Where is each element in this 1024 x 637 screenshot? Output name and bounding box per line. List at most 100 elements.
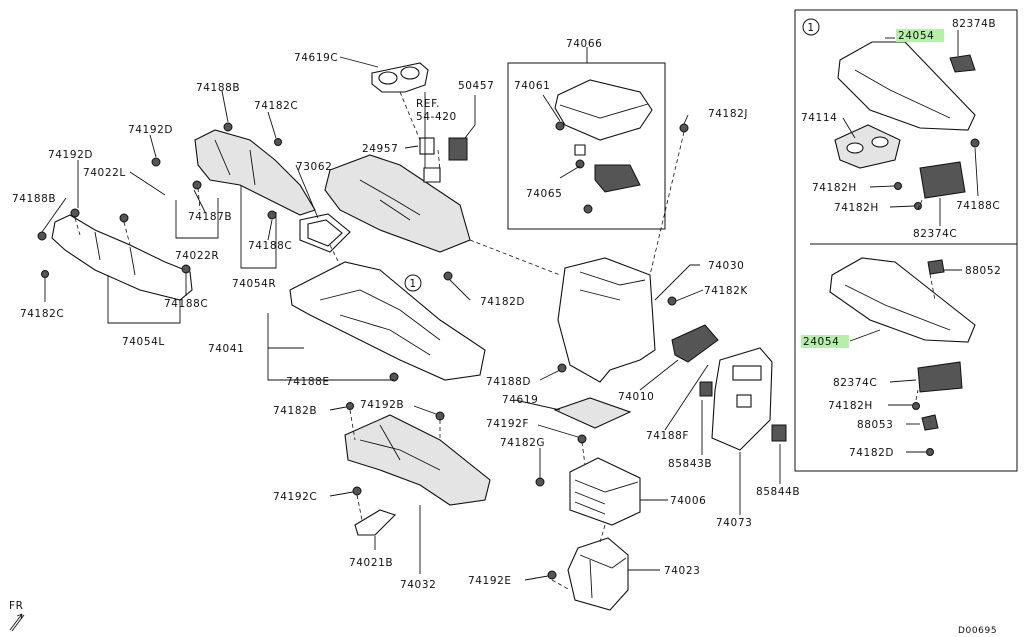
left-side-panel-part (51, 214, 193, 301)
fr-label: FR (9, 600, 24, 612)
label-74182c-b: 74182C (20, 308, 64, 320)
label-82374c-b: 82374C (833, 377, 877, 389)
label-74021b: 74021B (349, 557, 393, 569)
label-74182b: 74182B (273, 405, 317, 417)
right-side-panel-part (194, 129, 316, 216)
label-74023: 74023 (664, 565, 700, 577)
assembly-dashed-lines (74, 91, 936, 591)
air-vent-part (671, 324, 719, 363)
label-85843b: 85843B (668, 458, 712, 470)
lower-bracket-part (344, 414, 491, 506)
label-74188c-b: 74188C (164, 298, 208, 310)
armrest-hinge-part (574, 144, 641, 193)
label-74188e: 74188E (286, 376, 330, 388)
label-74187b: 74187B (188, 211, 232, 223)
label-74182h-c: 74182H (828, 400, 873, 412)
highlight-24054-b (801, 335, 849, 348)
label-82374b: 82374B (952, 18, 996, 30)
label-74188f: 74188F (646, 430, 689, 442)
label-24957: 24957 (362, 143, 398, 155)
label-ref-number: 54-420 (416, 111, 457, 123)
detail-callout-marker: 1 (802, 18, 820, 36)
clip-88052-part (927, 259, 945, 275)
label-74182g: 74182G (500, 437, 545, 449)
main-console-part (289, 261, 486, 381)
label-74182h-a: 74182H (812, 182, 857, 194)
label-74192e: 74192E (468, 575, 512, 587)
label-74065: 74065 (526, 188, 562, 200)
label-74192f: 74192F (486, 418, 529, 430)
label-74182k: 74182K (704, 285, 748, 297)
main-callout-marker: 1 (404, 274, 422, 292)
leader-lines (41, 30, 979, 581)
label-74182c-a: 74182C (254, 100, 298, 112)
label-ref: REF. (416, 98, 440, 110)
label-74032: 74032 (400, 579, 436, 591)
switch-85844b-part (771, 424, 787, 442)
trim-panel-upper-part (837, 41, 976, 131)
trim-panel-lower-part (829, 257, 976, 343)
label-74188b: 74188B (196, 82, 240, 94)
drawing-code: D00695 (958, 626, 997, 636)
label-24054-b: 24054 (803, 336, 839, 348)
label-74006: 74006 (670, 495, 706, 507)
console-upper-part (324, 137, 471, 253)
front-arrow-icon (11, 614, 25, 632)
label-74114: 74114 (801, 112, 837, 124)
label-88052: 88052 (965, 265, 1001, 277)
label-74073: 74073 (716, 517, 752, 529)
label-74188b-b: 74188B (12, 193, 56, 205)
console-box-part (557, 257, 656, 383)
front-direction-indicator: FR (9, 600, 25, 632)
label-73062: 73062 (296, 161, 332, 173)
label-74619: 74619 (502, 394, 538, 406)
label-88053: 88053 (857, 419, 893, 431)
cup-holder-part (371, 62, 429, 93)
clip-88053-part (921, 414, 939, 431)
label-74182d-a: 74182D (480, 296, 525, 308)
cup-holder-74114-part (834, 124, 901, 169)
label-74188c-a: 74188C (248, 240, 292, 252)
switch-82374c-b-part (917, 361, 963, 393)
svg-text:1: 1 (409, 278, 416, 290)
label-74192d: 74192D (128, 124, 173, 136)
label-74066: 74066 (566, 38, 602, 50)
bracket-74023-part (567, 537, 629, 611)
label-74054r: 74054R (232, 278, 276, 290)
storage-box-part (569, 457, 641, 526)
label-74022l: 74022L (83, 167, 126, 179)
rear-panel-part (711, 347, 773, 451)
label-82374c-a: 82374C (913, 228, 957, 240)
cover-82374b-part (949, 54, 976, 73)
label-74182j: 74182J (708, 108, 748, 120)
switch-82374c-a-part (919, 161, 966, 199)
bracket-74021b-part (354, 509, 397, 536)
pad-74619-part (553, 397, 632, 429)
label-74054l: 74054L (122, 336, 165, 348)
label-74022r: 74022R (175, 250, 219, 262)
part-labels: 74619C 74188B 74182C 74192D 74192D 74022… (12, 18, 1001, 591)
armrest-group-frame (507, 62, 666, 230)
label-74192c: 74192C (273, 491, 317, 503)
label-74192b: 74192B (360, 399, 404, 411)
label-74182d-b: 74182D (849, 447, 894, 459)
label-85844b: 85844B (756, 486, 800, 498)
label-74192d-b: 74192D (48, 149, 93, 161)
label-24054-a: 24054 (898, 30, 934, 42)
label-50457: 50457 (458, 80, 494, 92)
small-tray-part (299, 213, 351, 253)
switch-85843b-part (699, 381, 713, 397)
label-74061: 74061 (514, 80, 550, 92)
label-74188d: 74188D (486, 376, 531, 388)
label-74619c: 74619C (294, 52, 338, 64)
label-74041: 74041 (208, 343, 244, 355)
armrest-lid-part (554, 79, 653, 141)
detail-panel-frame (794, 9, 1018, 472)
label-74182h-b: 74182H (834, 202, 879, 214)
svg-text:1: 1 (807, 22, 814, 34)
label-74010: 74010 (618, 391, 654, 403)
highlight-24054-a (896, 29, 944, 42)
label-74188c-c: 74188C (956, 200, 1000, 212)
label-74030: 74030 (708, 260, 744, 272)
